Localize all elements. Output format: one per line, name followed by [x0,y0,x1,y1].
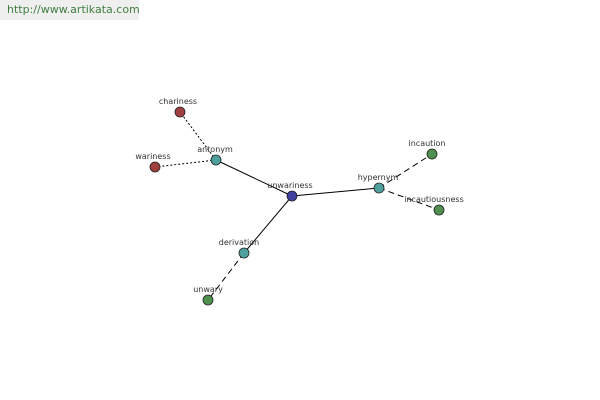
node-label-derivation: derivation [219,238,259,247]
node-label-wariness: wariness [135,152,170,161]
node-circle-unwary[interactable] [202,294,214,306]
node-label-hypernym: hypernym [358,173,399,182]
edges-layer [154,111,440,301]
edge-unwariness-antonym [215,159,293,197]
node-derivation[interactable]: derivation [219,238,259,259]
nodes-layer: unwariness antonym hypernym derivation chari… [135,97,464,306]
source-link[interactable]: http://www.artikata.com [7,3,140,16]
node-circle-derivation[interactable] [238,247,250,259]
node-circle-wariness[interactable] [149,161,161,173]
node-label-unwary: unwary [193,285,223,294]
node-antonym[interactable]: antonym [197,145,233,166]
node-label-incautiousness: incautiousness [404,195,463,204]
node-circle-hypernym[interactable] [373,182,385,194]
node-circle-chariness[interactable] [174,106,186,118]
edge-antonym-wariness [154,159,217,168]
source-box: http://www.artikata.com [0,0,140,20]
node-hypernym[interactable]: hypernym [358,173,399,194]
node-unwary[interactable]: unwary [193,285,223,306]
node-unwariness[interactable]: unwariness [267,181,313,202]
edge-hypernym-incaution [378,153,433,189]
node-wariness[interactable]: wariness [135,152,171,173]
node-circle-incaution[interactable] [426,148,438,160]
edge-unwariness-derivation [243,195,293,254]
node-chariness[interactable]: chariness [159,97,197,118]
node-incaution[interactable]: incaution [409,139,446,160]
node-label-unwariness: unwariness [267,181,312,190]
node-label-chariness: chariness [159,97,197,106]
node-circle-unwariness[interactable] [286,190,298,202]
edge-unwariness-hypernym [291,187,380,197]
node-circle-incautiousness[interactable] [433,204,445,216]
node-label-antonym: antonym [197,145,233,154]
node-circle-antonym[interactable] [210,154,222,166]
node-incautiousness[interactable]: incautiousness [404,195,464,216]
edge-hypernym-incautiousness [378,187,440,211]
node-label-incaution: incaution [409,139,446,148]
edge-antonym-chariness [179,111,217,161]
